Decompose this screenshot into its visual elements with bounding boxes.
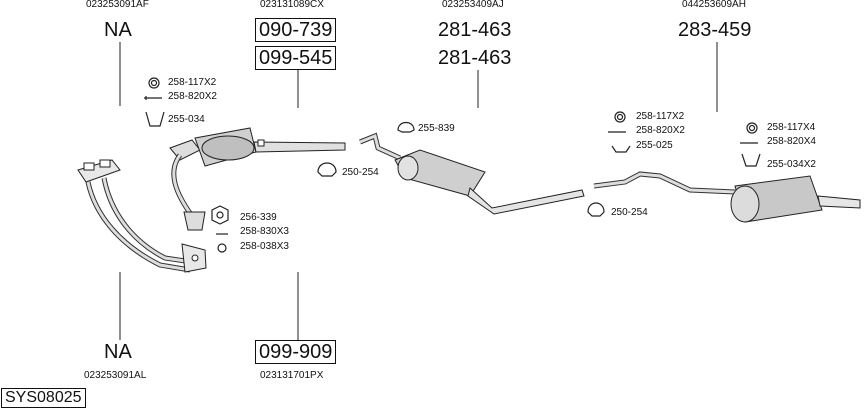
part-label: 258-038X3: [240, 241, 289, 252]
catalytic-converter-drawing: [169, 127, 346, 231]
part-label: 256-339: [240, 212, 277, 223]
part-label: 258-820X2: [168, 91, 217, 102]
bracket-icon: [741, 153, 761, 167]
rubber-mount-icon: [397, 121, 415, 133]
part-label: 255-034: [168, 114, 205, 125]
part-label: 258-117X2: [636, 111, 685, 122]
oem-number-bottom-2: 023131701PX: [260, 370, 324, 381]
oem-number-top-4: 044253609AH: [682, 0, 746, 10]
system-code-box: SYS08025: [1, 388, 86, 408]
part-label: 258-117X2: [168, 77, 217, 88]
middle-silencer-drawing: [359, 132, 585, 215]
nut-icon: [217, 243, 227, 253]
oem-number-top-1: 023253091AF: [86, 0, 149, 10]
oem-number-top-3: 023253409AJ: [442, 0, 504, 10]
clamp-icon: [317, 162, 337, 177]
oem-number-bottom-1: 023253091AL: [84, 370, 147, 381]
front-pipe-drawing: [77, 159, 207, 273]
part-label: 250-254: [611, 207, 648, 218]
clamp-icon: [587, 202, 605, 217]
bracket-icon: [145, 111, 165, 127]
part-number-box-bottom: 099-909: [255, 340, 337, 364]
part-label: 258-830X3: [240, 226, 289, 237]
part-label: 258-820X4: [767, 136, 816, 147]
part-number-box: 090-739: [255, 18, 337, 42]
part-number-top-3a: 281-463: [438, 19, 512, 41]
part-number-box: 099-545: [255, 46, 337, 70]
bracket-icon: [611, 145, 631, 153]
part-label: 255-034X2: [767, 159, 816, 170]
part-number-top-3b: 281-463: [438, 47, 512, 69]
part-number-bottom-1: NA: [104, 341, 132, 363]
part-label: 258-117X4: [767, 122, 816, 133]
bolt-icon: [144, 96, 162, 100]
part-number-top-1: NA: [104, 19, 132, 41]
oem-number-top-2: 023131089CX: [260, 0, 324, 10]
part-label: 250-254: [342, 167, 379, 178]
part-number-top-4: 283-459: [678, 19, 752, 41]
part-label: 258-820X2: [636, 125, 685, 136]
part-label: 255-025: [636, 140, 673, 151]
part-label: 255-839: [418, 123, 455, 134]
rear-silencer-drawing: [593, 171, 861, 223]
